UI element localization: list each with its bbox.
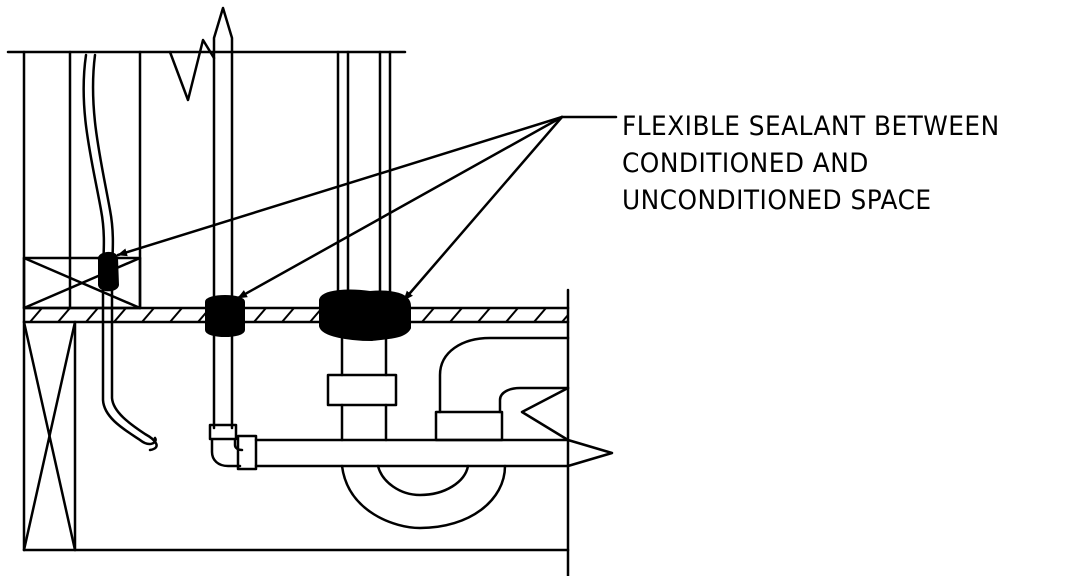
leader-lines [116, 115, 618, 302]
drain-trap [340, 336, 570, 530]
sealant-at-water-pipe [205, 295, 245, 337]
left-wall [22, 50, 570, 552]
cable-line [82, 53, 158, 452]
drain-pipe [326, 50, 398, 442]
sealant-at-cable [97, 252, 120, 292]
wood-blocking [22, 256, 142, 310]
callout-line-2: CONDITIONED AND [622, 148, 869, 179]
floor-slab [22, 288, 570, 576]
stud-break-line [168, 38, 216, 102]
sealant-at-drain-pipe [319, 289, 411, 342]
water-supply-pipe [208, 6, 614, 471]
bottom-plate-x [22, 320, 77, 552]
sealant-callout: FLEXIBLE SEALANT BETWEEN CONDITIONED AND… [622, 108, 1062, 219]
sealant-marks [97, 252, 411, 342]
callout-line-1: FLEXIBLE SEALANT BETWEEN [622, 111, 1000, 142]
callout-line-3: UNCONDITIONED SPACE [622, 185, 932, 216]
